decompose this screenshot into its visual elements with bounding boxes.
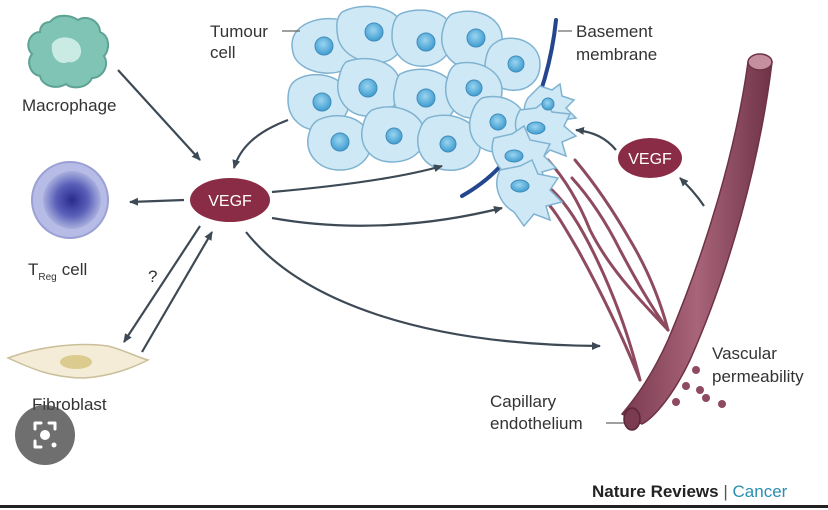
arrow-vegf-to-treg: [129, 197, 185, 206]
arrow-macrophage-to-vegf: [117, 69, 201, 161]
journal-name: Nature Reviews: [592, 482, 719, 501]
treg-label-suffix: cell: [62, 260, 88, 279]
angiogenic-sprouts: [538, 158, 670, 382]
arrows: [117, 69, 705, 353]
credit-separator: |: [723, 482, 728, 501]
question-mark: ?: [148, 267, 157, 286]
arrow-vegf-to-tumour: [271, 164, 443, 194]
journal-credit: Nature Reviews | Cancer: [592, 482, 787, 502]
permeability-dots: [672, 366, 726, 408]
journal-section: Cancer: [732, 482, 788, 501]
arrow-fibroblast-to-vegf: [141, 231, 213, 353]
lens-glyph: [33, 421, 57, 449]
treg-label-main: T: [28, 260, 38, 279]
tumour-cell-nuclei: [312, 22, 555, 193]
arrow-vegf-to-fibroblast: [123, 225, 201, 343]
fibroblast-cell: [6, 343, 151, 379]
vegf-center: VEGF: [190, 178, 270, 222]
vegf-right: VEGF: [618, 138, 682, 178]
arrow-vegf-to-capillary: [245, 231, 601, 350]
basement-membrane-label-line1: Basement: [576, 22, 653, 41]
treg-label-sub: Reg: [38, 272, 56, 283]
capillary-endothelium-label-line2: endothelium: [490, 414, 583, 433]
arrow-tumour-to-vegf: [232, 118, 289, 169]
capillary-vessel: [620, 53, 773, 431]
vascular-permeability-label-line1: Vascular: [712, 344, 777, 363]
vegf-right-label: VEGF: [628, 151, 672, 168]
tumour-cell-label-line1: Tumour: [210, 22, 268, 41]
treg-cell: [31, 161, 109, 239]
basement-membrane-label-line2: membrane: [576, 45, 657, 64]
bottom-border: [0, 505, 828, 508]
tumour-cell-cluster: [287, 5, 578, 228]
google-lens-icon[interactable]: [15, 405, 75, 465]
vascular-permeability-label-line2: permeability: [712, 367, 804, 386]
arrow-vegf-to-tumour-tip: [575, 126, 617, 151]
macrophage-cell: [27, 14, 110, 89]
arrow-vegf-to-sprouts: [271, 206, 503, 227]
arrow-capillary-to-vegf: [679, 177, 705, 207]
tumour-cell-label-line2: cell: [210, 43, 236, 62]
macrophage-label: Macrophage: [22, 96, 117, 115]
capillary-endothelium-label-line1: Capillary: [490, 392, 557, 411]
vegf-center-label: VEGF: [208, 193, 252, 210]
